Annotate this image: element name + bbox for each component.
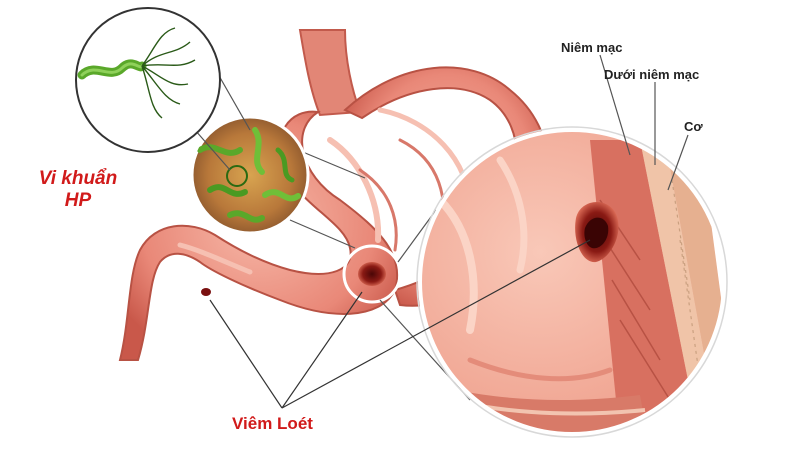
label-hp-line2: HP — [64, 190, 92, 211]
ulcer-highlight — [342, 244, 402, 304]
tissue-zoom — [416, 126, 728, 438]
hp-bacterium-zoom — [75, 7, 221, 153]
label-hp-line1: Vi khuẩn — [38, 168, 118, 189]
label-ulcer: Viêm Loét — [232, 414, 313, 433]
label-muscle: Cơ — [684, 119, 703, 134]
label-hp-bacteria: Vi khuẩn HP — [18, 168, 138, 212]
duodenal-ulcer — [201, 288, 211, 296]
label-submucosa: Dưới niêm mạc — [604, 67, 700, 82]
bacteria-magnified — [190, 115, 310, 235]
label-mucosa: Niêm mạc — [561, 40, 623, 55]
